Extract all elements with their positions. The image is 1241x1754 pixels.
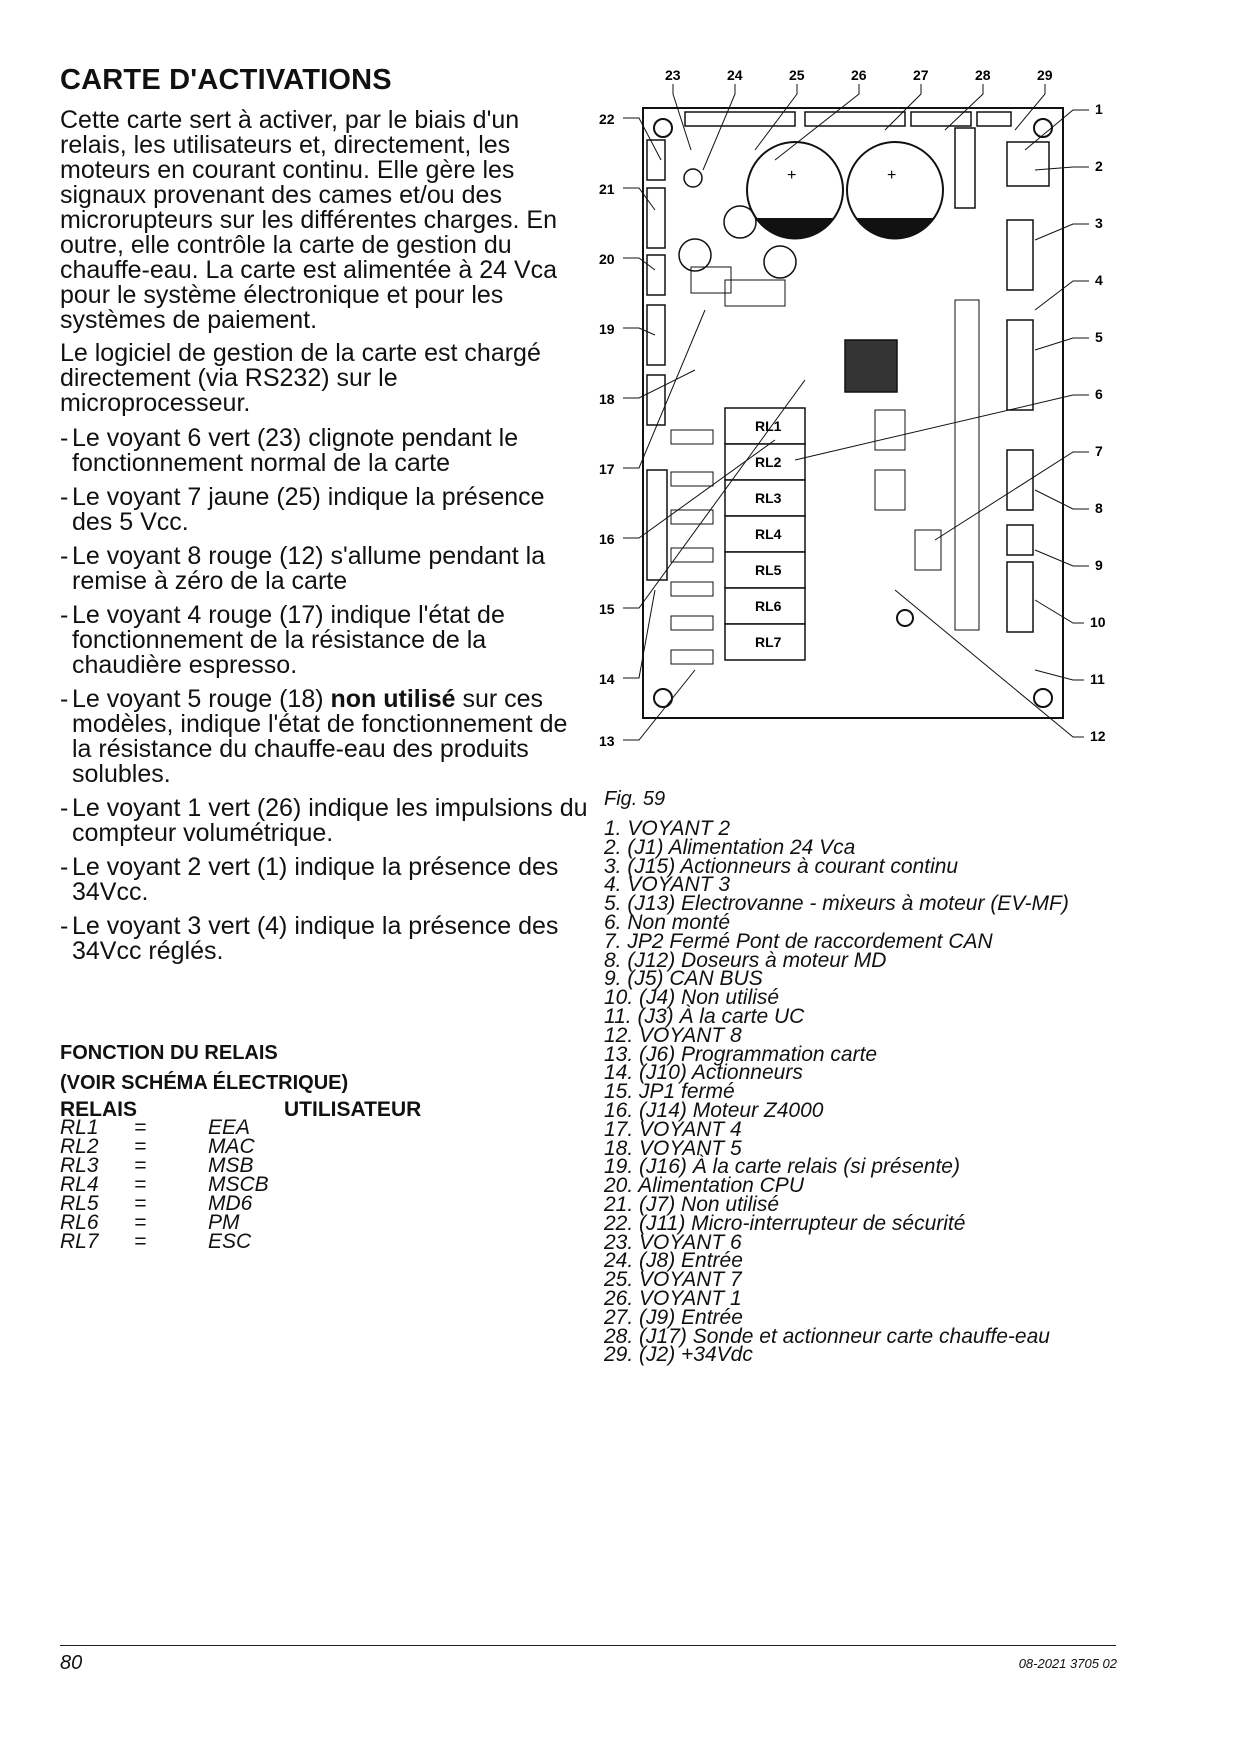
callout-number: 12 — [1090, 728, 1106, 744]
list-item: 4. VOYANT 3 — [604, 873, 731, 897]
table-row: RL6=PM — [60, 1211, 240, 1234]
bullet-item: -Le voyant 3 vert (4) indique la présenc… — [60, 912, 559, 965]
callout-number: 3 — [1095, 215, 1103, 231]
list-item: 19. (J16) À la carte relais (si présente… — [604, 1155, 960, 1179]
bullet-item: -Le voyant 5 rouge (18) non utilisé sur … — [60, 685, 568, 788]
bullet-item: -Le voyant 6 vert (23) clignote pendant … — [60, 424, 519, 477]
bullet-item: -Le voyant 8 rouge (12) s'allume pendant… — [60, 542, 546, 595]
callout-number: 28 — [975, 70, 991, 83]
callout-number: 14 — [599, 671, 615, 687]
relay-label: RL3 — [755, 490, 782, 506]
relay-table: RL1=EEA RL2=MAC RL3=MSB RL4=MSCB RL5=MD6… — [60, 1116, 360, 1253]
figure-legend: 1. VOYANT 2 2. (J1) Alimentation 24 Vca … — [604, 817, 1164, 1367]
bullet-item: -Le voyant 1 vert (26) indique les impul… — [60, 794, 588, 847]
list-item: 20. Alimentation CPU — [604, 1174, 804, 1198]
user-column-header: UTILISATEUR — [284, 1098, 422, 1121]
list-item: 2. (J1) Alimentation 24 Vca — [604, 835, 856, 859]
bold-text: non utilisé — [330, 685, 456, 713]
document-reference: 08-2021 3705 02 — [1018, 1656, 1117, 1671]
callout-number: 2 — [1095, 158, 1103, 174]
callout-number: 7 — [1095, 443, 1103, 459]
list-item: 5. (J13) Electrovanne - mixeurs à moteur… — [604, 892, 1069, 916]
list-item: 8. (J12) Doseurs à moteur MD — [604, 948, 887, 972]
circuit-board-diagram: + + RL1 RL2 RL3 RL4 RL5 RL6 RL7 23 — [599, 70, 1106, 749]
list-item: 17. VOYANT 4 — [604, 1117, 742, 1141]
footer-divider — [60, 1645, 1116, 1646]
relay-label: RL2 — [755, 454, 782, 470]
intro-text: Cette carte sert à activer, par le biais… — [60, 108, 580, 424]
bullet-item: -Le voyant 2 vert (1) indique la présenc… — [60, 853, 559, 906]
table-row: RL2=MAC — [60, 1135, 255, 1158]
list-item: 13. (J6) Programmation carte — [604, 1042, 878, 1066]
svg-text:+: + — [887, 167, 896, 184]
callout-number: 26 — [851, 70, 867, 83]
callout-number: 21 — [599, 181, 615, 197]
relay-label: RL6 — [755, 598, 782, 614]
relay-label: RL5 — [755, 562, 782, 578]
relay-label: RL1 — [755, 418, 782, 434]
list-item: 14. (J10) Actionneurs — [604, 1061, 803, 1085]
page-number: 80 — [60, 1652, 83, 1674]
list-item: 10. (J4) Non utilisé — [604, 986, 780, 1010]
list-item: 12. VOYANT 8 — [604, 1023, 742, 1047]
list-item: 22. (J11) Micro-interrupteur de sécurité — [604, 1211, 966, 1235]
intro-paragraph-1: Cette carte sert à activer, par le biais… — [60, 106, 558, 334]
led-bullet-list: -Le voyant 6 vert (23) clignote pendant … — [60, 426, 590, 973]
callout-number: 25 — [789, 70, 805, 83]
callout-number: 4 — [1095, 272, 1103, 288]
callout-number: 17 — [599, 461, 615, 477]
list-item: 1. VOYANT 2 — [604, 817, 731, 840]
callout-number: 15 — [599, 601, 615, 617]
callout-number: 22 — [599, 111, 615, 127]
relay-label: RL7 — [755, 634, 782, 650]
table-row: RL3=MSB — [60, 1154, 254, 1177]
relay-function-title: FONCTION DU RELAIS (VOIR SCHÉMA ÉLECTRIQ… — [60, 1042, 349, 1094]
list-item: 3. (J15) Actionneurs à courant continu — [604, 854, 959, 878]
callout-number: 29 — [1037, 70, 1053, 83]
list-item: 27. (J9) Entrée — [604, 1305, 743, 1329]
list-item: 28. (J17) Sonde et actionneur carte chau… — [604, 1324, 1050, 1348]
list-item: 11. (J3) À la carte UC — [604, 1004, 805, 1028]
relay-blocks — [724, 407, 806, 661]
list-item: 21. (J7) Non utilisé — [604, 1192, 780, 1216]
relay-label: RL4 — [755, 526, 782, 542]
table-row: RL7=ESC — [60, 1230, 252, 1253]
table-row: RL4=MSCB — [60, 1173, 269, 1196]
callout-number: 18 — [599, 391, 615, 407]
callout-number: 19 — [599, 321, 615, 337]
list-item: 26. VOYANT 1 — [604, 1286, 742, 1310]
bullet-item: -Le voyant 7 jaune (25) indique la prése… — [60, 483, 545, 536]
list-item: 24. (J8) Entrée — [604, 1249, 743, 1273]
callout-number: 27 — [913, 70, 929, 83]
callout-number: 11 — [1090, 671, 1105, 687]
callout-number: 13 — [599, 733, 615, 749]
callout-number: 9 — [1095, 557, 1103, 573]
list-item: 23. VOYANT 6 — [604, 1230, 742, 1254]
list-item: 18. VOYANT 5 — [604, 1136, 742, 1160]
relais-column-header: RELAIS — [60, 1098, 138, 1121]
callout-number: 24 — [727, 70, 743, 83]
callout-number: 8 — [1095, 500, 1103, 516]
list-item: 9. (J5) CAN BUS — [604, 967, 763, 991]
callout-number: 16 — [599, 531, 615, 547]
table-row: RL5=MD6 — [60, 1192, 253, 1215]
table-row: RL1=EEA — [60, 1116, 251, 1139]
page-title: CARTE D'ACTIVATIONS — [60, 64, 392, 96]
list-item: 7. JP2 Fermé Pont de raccordement CAN — [604, 929, 993, 953]
list-item: 15. JP1 fermé — [604, 1080, 735, 1104]
callout-number: 23 — [665, 70, 681, 83]
callout-number: 20 — [599, 251, 615, 267]
intro-paragraph-2: Le logiciel de gestion de la carte est c… — [60, 339, 541, 417]
svg-text:+: + — [787, 167, 796, 184]
bullet-item: -Le voyant 4 rouge (17) indique l'état d… — [60, 601, 505, 679]
list-item: 6. Non monté — [604, 910, 731, 934]
list-item: 25. VOYANT 7 — [604, 1268, 742, 1292]
list-item: 16. (J14) Moteur Z4000 — [604, 1098, 824, 1122]
figure-caption: Fig. 59 — [604, 788, 666, 810]
callout-number: 5 — [1095, 329, 1103, 345]
list-item: 29. (J2) +34Vdc — [604, 1343, 753, 1367]
callout-number: 6 — [1095, 386, 1103, 402]
callout-number: 1 — [1095, 101, 1103, 117]
callout-number: 10 — [1090, 614, 1106, 630]
